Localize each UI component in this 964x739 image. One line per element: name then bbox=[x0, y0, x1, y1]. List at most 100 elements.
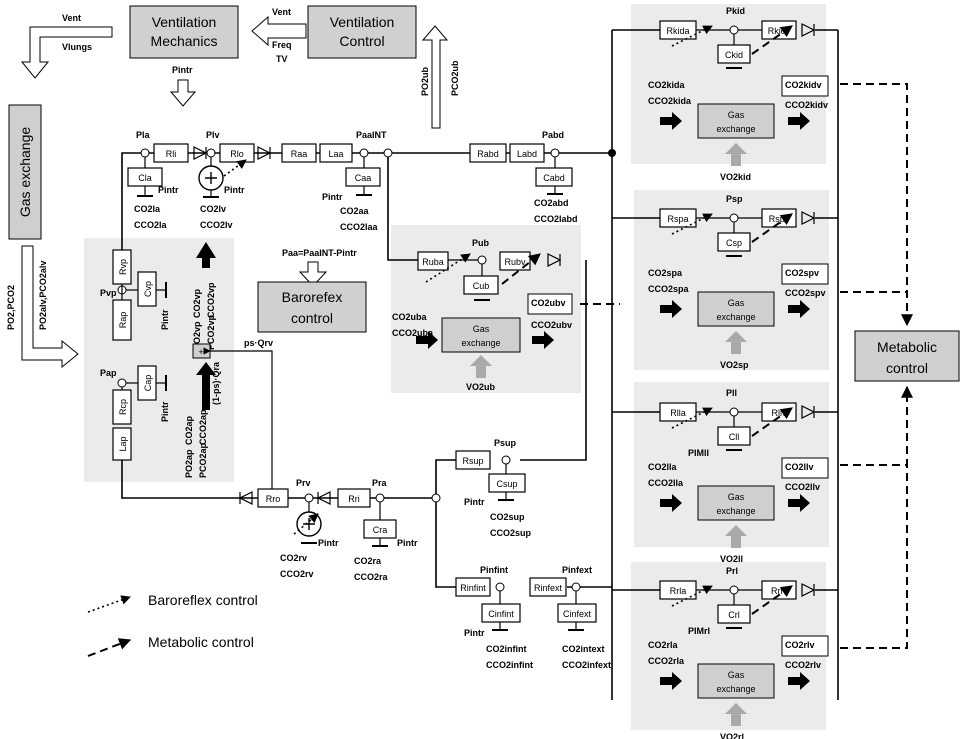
rl-in-arrow bbox=[660, 672, 682, 690]
cla-label: Cla bbox=[138, 173, 152, 183]
pim-rl: PIMrl bbox=[688, 626, 710, 636]
cco2rv: CCO2rv bbox=[280, 569, 314, 579]
sp-in-arrow bbox=[660, 300, 682, 318]
cco2rla: CCO2rla bbox=[648, 656, 685, 666]
cinfint-cap bbox=[481, 603, 521, 623]
pim-ll: PIMll bbox=[688, 448, 709, 458]
cco2uba: CCO2uba bbox=[392, 328, 434, 338]
raa-label: Raa bbox=[291, 149, 308, 159]
pintr-down-arrow bbox=[169, 79, 197, 107]
rspv-label: Rspv bbox=[769, 214, 790, 224]
co2ap: CO2ap bbox=[184, 415, 194, 445]
sp-meta-arrow bbox=[751, 213, 793, 243]
meta-line-rl bbox=[840, 465, 908, 649]
ckid-label: Ckid bbox=[725, 50, 743, 60]
crl-cap bbox=[717, 604, 751, 624]
csp-label: Csp bbox=[726, 238, 742, 248]
pintr-top: Pintr bbox=[172, 65, 193, 75]
paa-down-arrow bbox=[298, 261, 328, 287]
co2infint: CO2infint bbox=[486, 644, 527, 654]
vo2sp: VO2sp bbox=[720, 360, 749, 370]
pintr-ra: Pintr bbox=[397, 538, 418, 548]
pub-label: Pub bbox=[472, 238, 490, 248]
co2rlv: CO2rlv bbox=[785, 640, 815, 650]
ctrl-to-mech-arrow bbox=[251, 15, 307, 47]
cub-label: Cub bbox=[473, 281, 490, 291]
kid-out-arrow bbox=[788, 112, 810, 130]
mix-plus: + bbox=[198, 347, 203, 357]
ll-out-arrow bbox=[788, 494, 810, 512]
rllv-label: Rllv bbox=[772, 408, 787, 418]
rspa-label: Rspa bbox=[667, 214, 688, 224]
cco2kida: CCO2kida bbox=[648, 96, 692, 106]
spv-conc-box bbox=[781, 263, 829, 285]
raa-resistor bbox=[281, 143, 317, 163]
po2vp: PO2vp bbox=[192, 321, 202, 350]
po2ub-label: PO2ub bbox=[420, 66, 430, 96]
legend-dotted-arrow bbox=[87, 595, 131, 613]
cll-cap bbox=[717, 426, 751, 446]
node-psup bbox=[501, 455, 511, 465]
pll-label: Pll bbox=[726, 388, 737, 398]
metabolic-line1: Metabolic bbox=[877, 339, 937, 355]
sp-vo2-arrow bbox=[725, 331, 747, 354]
ruba-label: Ruba bbox=[422, 257, 444, 267]
ub-valve bbox=[547, 253, 562, 267]
arterial-top-wire bbox=[121, 152, 612, 250]
co2llv: CO2llv bbox=[785, 462, 814, 472]
po2ap: PO2ap bbox=[184, 449, 194, 478]
node-pinfext bbox=[571, 582, 581, 592]
rvp-label: Rvp bbox=[118, 259, 128, 275]
csp-cap bbox=[717, 232, 751, 252]
cll-label: Cll bbox=[729, 432, 740, 442]
pintr-aa: Pintr bbox=[322, 192, 343, 202]
rri-resistor bbox=[337, 488, 371, 508]
pco2vp: PCO2vp bbox=[206, 314, 216, 350]
rspa-resistor bbox=[659, 208, 697, 228]
psp-label: Psp bbox=[726, 194, 743, 204]
rl-gas-line2: exchange bbox=[716, 684, 755, 694]
rl-gas-line1: Gas bbox=[728, 670, 745, 680]
rkida-resistor bbox=[659, 20, 697, 40]
cco2vp: CCO2vp bbox=[206, 282, 216, 318]
cinfint-label: Cinfint bbox=[488, 609, 514, 619]
palv-label: PO2alv,PCO2alv bbox=[38, 261, 48, 330]
cco2sup: CCO2sup bbox=[490, 528, 532, 538]
csup-label: Csup bbox=[496, 479, 517, 489]
lap-label: Lap bbox=[118, 436, 128, 451]
node-junction bbox=[383, 148, 393, 158]
pco2ub-label: PCO2ub bbox=[450, 60, 460, 96]
csup-cap bbox=[488, 473, 526, 493]
psqrv-label: ps·Qrv bbox=[244, 338, 273, 348]
laa-label: Laa bbox=[328, 149, 343, 159]
rlla-resistor bbox=[659, 402, 697, 422]
cco2spa: CCO2spa bbox=[648, 284, 690, 294]
co2kida: CO2kida bbox=[648, 80, 686, 90]
vo2kid: VO2kid bbox=[720, 172, 751, 182]
aortic-valve bbox=[257, 146, 272, 160]
ruba-resistor bbox=[417, 251, 449, 271]
sp-out-arrow bbox=[788, 300, 810, 318]
legend-baro: Baroreflex control bbox=[148, 592, 258, 608]
psqrv-wire bbox=[203, 347, 273, 498]
pintr-vp: Pintr bbox=[160, 309, 170, 330]
vent-label-left: Vent bbox=[62, 13, 81, 23]
cabd-cap bbox=[535, 167, 573, 187]
lap-inductor bbox=[112, 427, 132, 461]
cco2lla: CCO2lla bbox=[648, 478, 684, 488]
rinfext-label: Rinfext bbox=[534, 583, 563, 593]
ventilation-mechanics-box bbox=[129, 5, 239, 59]
rl-out-arrow bbox=[788, 672, 810, 690]
pulmonic-valve bbox=[316, 491, 331, 505]
pinfext-label: Pinfext bbox=[562, 565, 592, 575]
rlo-label: Rlo bbox=[230, 149, 244, 159]
pintr-inf: Pintr bbox=[464, 628, 485, 638]
ckid-cap bbox=[717, 44, 751, 64]
co2lv: CO2lv bbox=[200, 204, 226, 214]
lv-pump-sign bbox=[205, 172, 217, 184]
sp-valve bbox=[801, 211, 816, 225]
rro-resistor bbox=[257, 488, 289, 508]
pintr-la: Pintr bbox=[158, 185, 179, 195]
rinfint-resistor bbox=[455, 577, 491, 597]
cco2infint: CCO2infint bbox=[486, 660, 533, 670]
